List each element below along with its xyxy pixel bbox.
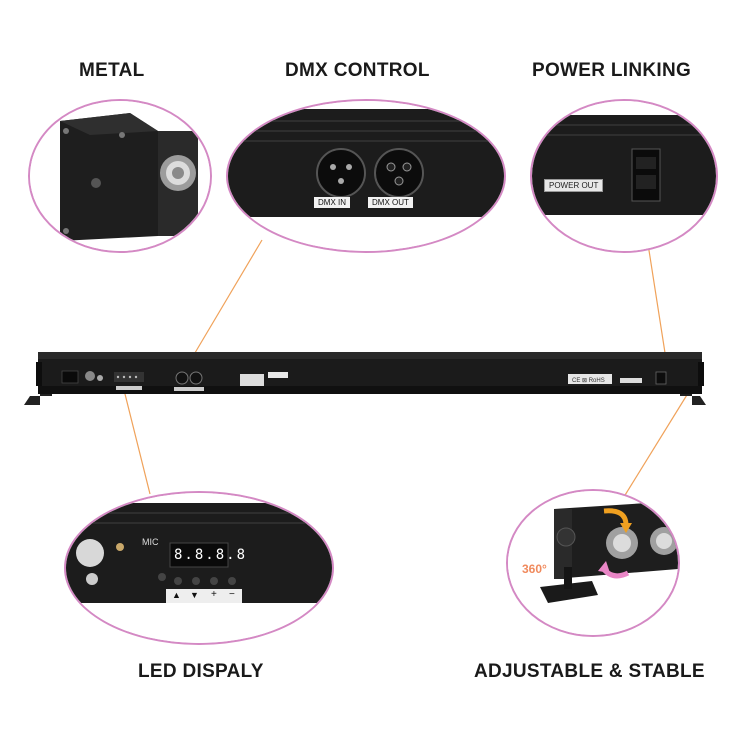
led-display-icon	[66, 493, 332, 643]
product-sticker	[240, 374, 264, 386]
power-input-socket	[61, 370, 79, 384]
xlr-connector-icon	[228, 101, 504, 251]
detail-dmx-control: DMX IN DMX OUT	[226, 99, 506, 253]
bracket-right	[680, 392, 706, 405]
label-adjustable-stable: ADJUSTABLE & STABLE	[474, 661, 705, 682]
label-power-linking: POWER LINKING	[532, 60, 692, 81]
fuse-holder	[85, 371, 95, 381]
label-led-display: LED DISPALY	[138, 661, 264, 682]
detail-power-linking: POWER OUT	[530, 99, 718, 253]
button-minus: −	[229, 589, 235, 600]
button-up: ▲	[172, 590, 181, 600]
power-socket-icon	[532, 101, 716, 251]
led-digits: 8.8.8.8	[174, 547, 248, 563]
label-metal: METAL	[79, 60, 145, 81]
dmx-out-label: DMX OUT	[368, 197, 413, 208]
rotate-arrow-icon	[603, 508, 629, 526]
cert-sticker	[568, 374, 612, 384]
mini-power-out	[655, 371, 667, 385]
detail-metal	[28, 99, 212, 253]
mini-dmx-out	[189, 371, 203, 385]
label-dmx-control: DMX CONTROL	[285, 60, 430, 81]
dmx-in-label: DMX IN	[314, 197, 350, 208]
power-out-label: POWER OUT	[544, 179, 604, 192]
mic-label: MIC	[142, 537, 159, 547]
bracket-left	[24, 392, 52, 405]
button-down: ▼	[190, 590, 199, 600]
metal-housing-icon	[30, 101, 210, 251]
cert-marks: CE ⊠ RoHS	[572, 378, 605, 384]
button-plus: +	[211, 589, 217, 600]
bar-body	[38, 352, 702, 394]
detail-adjustable: 360°	[506, 489, 680, 637]
detail-led-display: MIC 8.8.8.8 ▲ ▼ + −	[64, 491, 334, 645]
bracket-icon	[508, 491, 678, 635]
mini-dmx-in	[175, 371, 189, 385]
angle-label: 360°	[522, 562, 547, 576]
